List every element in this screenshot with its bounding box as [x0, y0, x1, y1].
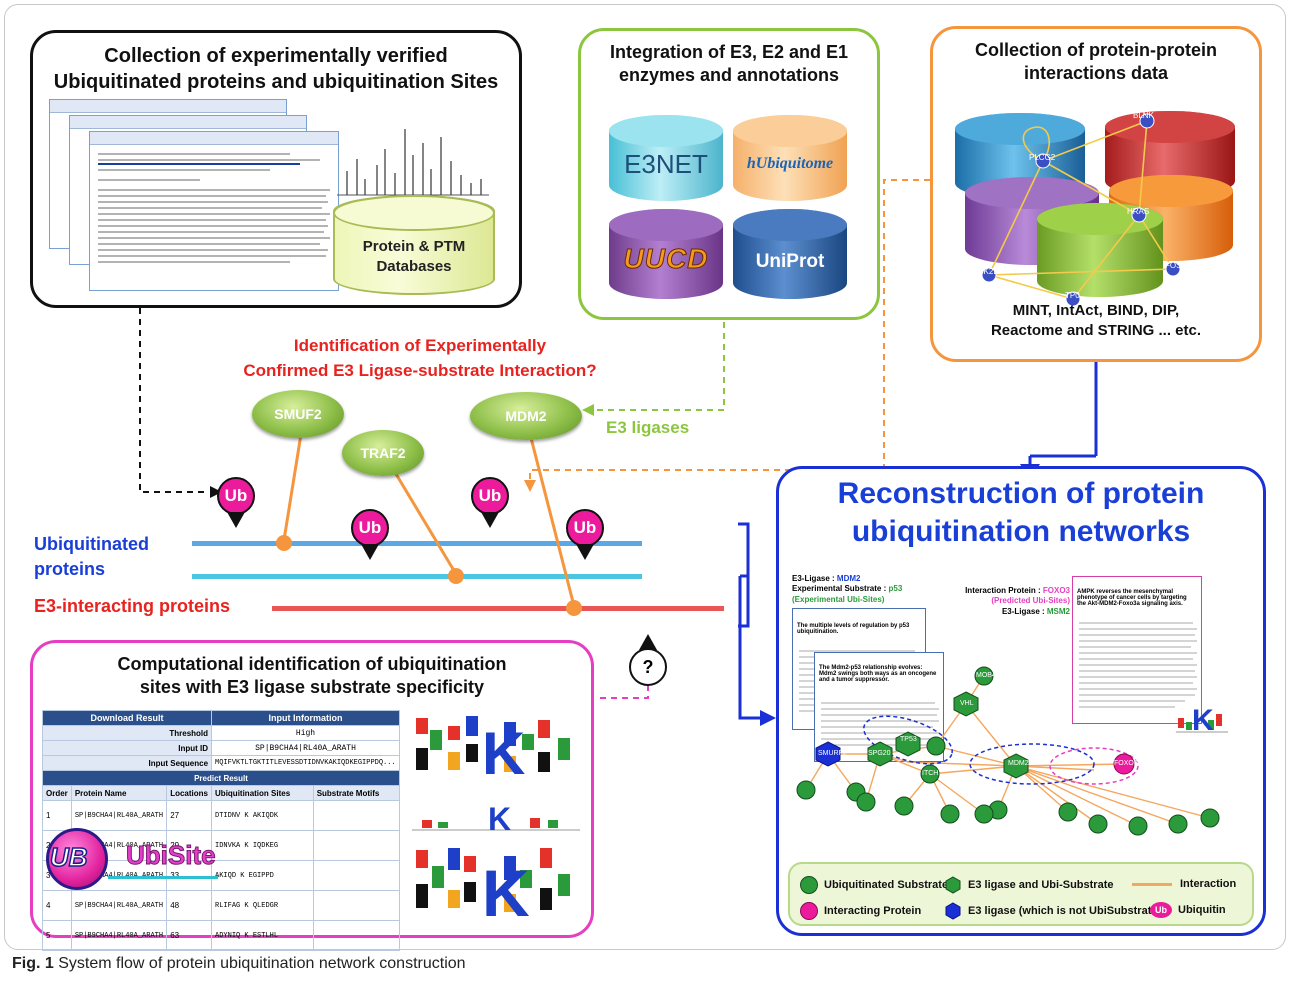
collection-panel: Collection of experimentally verified Ub…	[30, 30, 522, 308]
ppi-node-plcg2: PLCG2	[1029, 153, 1056, 162]
db-label-line2: Databases	[376, 258, 452, 276]
ubisite-logo-text: UbiSite	[126, 840, 217, 871]
legend-blue-hexagon-icon	[945, 902, 961, 920]
ppi-node-lysk2b: LYSK2B	[969, 267, 999, 276]
ampk-abstract-doc: AMPK reverses the mesenchymal phenotype …	[1072, 576, 1202, 724]
uniprot-label: UniProt	[755, 251, 825, 272]
network-legend	[788, 862, 1254, 926]
ub-marker-4: Ub	[566, 509, 604, 547]
ppi-panel: Collection of protein-protein interactio…	[930, 26, 1262, 362]
svg-text:K: K	[488, 801, 511, 837]
legend-ubiquitin: Ub Ubiquitin	[1150, 902, 1226, 918]
enzyme-mdm2: MDM2	[470, 392, 582, 440]
ubisite-logo-circle	[46, 828, 108, 890]
network-node-foxo3: FOXO3	[1114, 760, 1138, 767]
legend-interaction: Interaction	[1132, 878, 1236, 890]
legend-ub-icon: Ub	[1150, 902, 1172, 918]
table-row: 3SP|B9CHA4|RL40A_ARATH33AKIQD K EGIPPD	[42, 860, 401, 891]
ubisite-logo: UB UbiSite	[46, 828, 246, 892]
ub-marker-3: Ub	[471, 477, 509, 515]
ppi-title: Collection of protein-protein interactio…	[975, 40, 1217, 84]
ppi-network-overlay	[981, 113, 1181, 307]
computational-title: Computational identification of ubiquiti…	[117, 654, 507, 698]
identification-question: Identification of Experimentally Confirm…	[243, 336, 597, 380]
integration-panel: Integration of E3, E2 and E1 enzymes and…	[578, 28, 880, 320]
ub-pin-4	[576, 544, 594, 560]
legend-e3-ubi-substrate: E3 ligase and Ubi-Substrate	[944, 876, 1113, 894]
network-node-smurf2: SMURF2	[818, 750, 847, 757]
enzyme-traf2: TRAF2	[342, 430, 424, 476]
ubisite-logo-bar	[108, 876, 218, 879]
legend-green-circle-icon	[800, 876, 818, 894]
network-node-spg20: SPG20	[868, 750, 891, 757]
svg-text:K: K	[482, 856, 530, 928]
hubiquitome-label: hUbiquitome	[746, 155, 834, 172]
download-result[interactable]: Download Result	[41, 710, 213, 726]
network-node-vhl: VHL	[960, 700, 974, 707]
ub-pin-3	[481, 512, 499, 528]
uucd-cylinder: UUCD	[609, 209, 723, 299]
abstract-text-lines	[98, 153, 330, 263]
db-label-line1: Protein & PTM	[362, 238, 466, 255]
pubmed-page-3	[89, 131, 339, 291]
e3net-label: E3NET	[624, 149, 708, 179]
question-marker: ?	[629, 648, 667, 686]
e3-interacting-label: E3-interacting proteins	[34, 596, 231, 616]
e3net-cylinder: E3NET	[609, 115, 723, 201]
ubiquitinated-proteins-label: Ubiquitinated proteins	[34, 534, 149, 580]
sequence-logos: K K K	[412, 712, 580, 928]
legend-interacting-protein: Interacting Protein	[800, 902, 921, 920]
ub-marker-1: Ub	[217, 477, 255, 515]
ub-pin-1	[227, 512, 245, 528]
question-pin	[639, 634, 657, 650]
ubisite-result-table: Download Result Input Information Thresh…	[41, 710, 401, 951]
network-node-mob4: MOB4	[976, 672, 996, 679]
ubisite-logo-ub: UB	[49, 841, 88, 873]
legend-orange-line-icon	[1132, 882, 1172, 886]
legend-green-hexagon-icon	[945, 876, 961, 894]
ppi-node-fos: FOS	[1165, 261, 1182, 270]
reconstruction-title: Reconstruction of protein ubiquitination…	[837, 477, 1205, 548]
e3-ligases-label: E3 ligases	[606, 418, 690, 437]
ppi-node-blnk: BLNK	[1133, 111, 1154, 120]
svg-text:K: K	[482, 720, 525, 787]
legend-e3-not-substrate: E3 ligase (which is not UbiSubstrate)	[944, 902, 1161, 920]
reconstruction-motif-logo: K	[1176, 704, 1228, 737]
uniprot-cylinder: UniProt	[733, 209, 847, 299]
figure-caption: Fig. 1 System flow of protein ubiquitina…	[12, 955, 466, 972]
network-node-tp53: TP53	[900, 736, 917, 743]
ppi-sources: MINT, IntAct, BIND, DIP, Reactome and ST…	[990, 302, 1202, 339]
legend-magenta-circle-icon	[800, 902, 818, 920]
ppi-node-hras: HRAS	[1127, 207, 1150, 216]
protein-ptm-database-cylinder: Protein & PTM Databases	[333, 195, 495, 295]
interaction-protein-info: Interaction Protein : FOXO3 (Predicted U…	[965, 586, 1070, 616]
enzyme-smuf2: SMUF2	[252, 390, 344, 438]
legend-ubi-substrate: Ubiquitinated Substrate	[800, 876, 948, 894]
collection-title: Collection of experimentally verified Ub…	[53, 45, 499, 93]
input-information-header: Input Information	[211, 710, 400, 726]
ubiquitination-network	[796, 666, 1220, 836]
ppi-node-tp0: TP0	[1065, 291, 1080, 300]
svg-text:K: K	[1192, 704, 1214, 737]
integration-title: Integration of E3, E2 and E1 enzymes and…	[609, 42, 849, 86]
uucd-label: UUCD	[623, 243, 709, 275]
ub-pin-2	[361, 544, 379, 560]
figure-frame	[4, 4, 1286, 950]
network-node-itch: ITCH	[922, 770, 939, 777]
hubiquitome-cylinder: hUbiquitome	[733, 115, 847, 201]
ub-marker-2: Ub	[351, 509, 389, 547]
network-node-mdm2: MDM2	[1008, 760, 1029, 767]
e3-ligase-info: E3-Ligase : MDM2 Experimental Substrate …	[792, 574, 903, 604]
